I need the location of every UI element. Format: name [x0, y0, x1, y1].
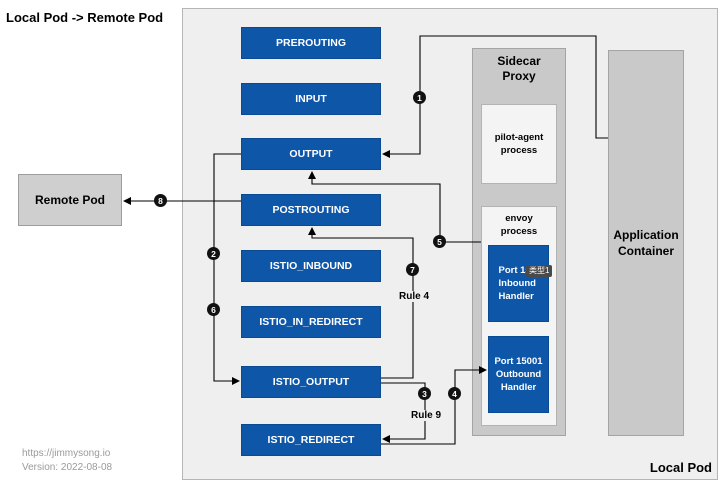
step-marker-5: 5: [433, 235, 446, 248]
arrow-step-2-6: [213, 153, 241, 385]
chain-input-label: INPUT: [295, 93, 327, 105]
chain-istio-in-redirect-label: ISTIO_IN_REDIRECT: [259, 316, 363, 328]
chain-prerouting-label: PREROUTING: [275, 37, 346, 49]
arrow-step-7: [308, 227, 414, 379]
inbound-handler-label: Port 15 Inbound Handler: [498, 265, 536, 302]
pilot-agent-label: pilot-agent process: [494, 132, 544, 156]
step-marker-2: 2: [207, 247, 220, 260]
envoy-process-label: envoy process: [500, 213, 538, 237]
outbound-handler-label: Port 15001 Outbound Handler: [494, 356, 543, 393]
remote-pod-label: Remote Pod: [34, 193, 105, 207]
chain-istio-redirect: ISTIO_REDIRECT: [241, 424, 381, 456]
step-marker-8: 8: [154, 194, 167, 207]
inbound-handler: Port 15 Inbound Handler: [488, 245, 549, 322]
outbound-handler: Port 15001 Outbound Handler: [488, 336, 549, 413]
arrow-step-4: [381, 366, 487, 445]
diagram-title: Local Pod -> Remote Pod: [6, 10, 164, 25]
step-marker-3: 3: [418, 387, 431, 400]
chain-istio-output: ISTIO_OUTPUT: [241, 366, 381, 398]
application-container: Application Container: [608, 50, 684, 436]
chain-istio-inbound-label: ISTIO_INBOUND: [269, 260, 353, 272]
rule-9-label: Rule 9: [409, 410, 444, 421]
chain-istio-redirect-label: ISTIO_REDIRECT: [267, 434, 355, 446]
arrow-step-1: [382, 35, 608, 158]
step-marker-4: 4: [448, 387, 461, 400]
arrow-step-5: [308, 171, 481, 243]
footer-url: https://jimmysong.io: [22, 448, 111, 459]
remote-pod-box: Remote Pod: [18, 174, 122, 226]
rule-4-label: Rule 4: [397, 291, 432, 302]
chain-input: INPUT: [241, 83, 381, 115]
chain-istio-output-label: ISTIO_OUTPUT: [272, 376, 350, 388]
chain-istio-inbound: ISTIO_INBOUND: [241, 250, 381, 282]
inbound-handler-badge: 类型1: [526, 265, 553, 277]
application-container-label: Application Container: [613, 228, 679, 258]
chain-postrouting: POSTROUTING: [241, 194, 381, 226]
local-pod-label: Local Pod: [649, 460, 712, 475]
chain-output-label: OUTPUT: [289, 148, 333, 160]
chain-postrouting-label: POSTROUTING: [272, 204, 350, 216]
step-marker-1: 1: [413, 91, 426, 104]
step-marker-6: 6: [207, 303, 220, 316]
chain-prerouting: PREROUTING: [241, 27, 381, 59]
pilot-agent-process: pilot-agent process: [481, 104, 557, 184]
chain-output: OUTPUT: [241, 138, 381, 170]
sidecar-proxy-label: Sidecar Proxy: [497, 54, 541, 83]
chain-istio-in-redirect: ISTIO_IN_REDIRECT: [241, 306, 381, 338]
footer-version: Version: 2022-08-08: [22, 462, 113, 473]
step-marker-7: 7: [406, 263, 419, 276]
